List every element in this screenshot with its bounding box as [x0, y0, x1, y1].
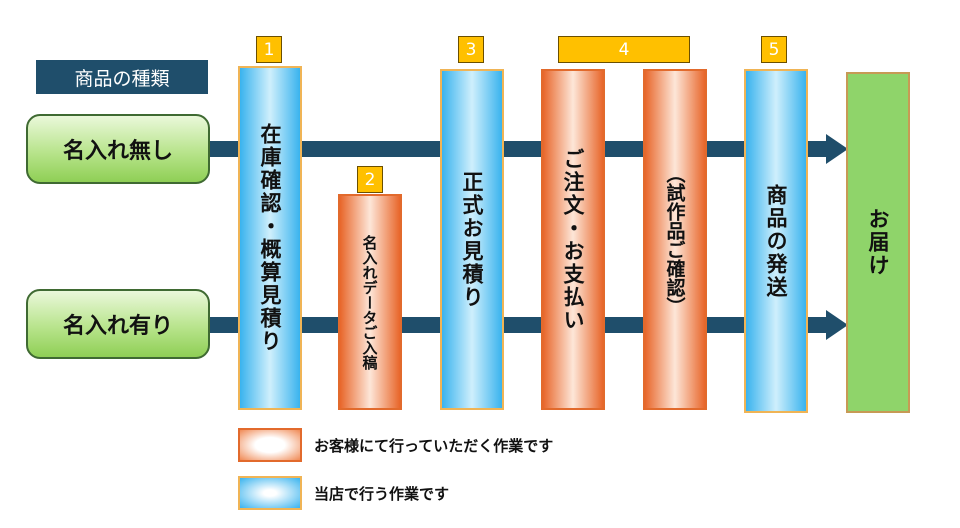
step-stock-check-label: 在庫確認・概算見積り: [258, 123, 282, 353]
badge-step-4: 4: [558, 36, 690, 63]
badge-step-5: 5: [761, 36, 787, 63]
step-data-submit: 名入れデータご入稿: [338, 194, 402, 410]
step-order-payment-label: ご注文・お支払い: [561, 147, 585, 332]
arrow-no-name-head-icon: [826, 134, 848, 164]
badge-step-1: 1: [256, 36, 282, 63]
step-shipping: 商品の発送: [744, 69, 808, 413]
legend-store-swatch: [238, 476, 302, 510]
arrow-with-name-head-icon: [826, 310, 848, 340]
legend-customer-text: お客様にて行っていただく作業です: [314, 436, 554, 455]
row-with-name: 名入れ有り: [26, 289, 210, 359]
badge-step-2: 2: [357, 166, 383, 193]
badge-step-3: 3: [458, 36, 484, 63]
step-shipping-label: 商品の発送: [764, 183, 788, 299]
category-label: 商品の種類: [36, 60, 208, 94]
row-no-name: 名入れ無し: [26, 114, 210, 184]
step-formal-quote-label: 正式お見積り: [460, 170, 484, 309]
legend-customer-swatch: [238, 428, 302, 462]
step-stock-check: 在庫確認・概算見積り: [238, 66, 302, 410]
step-formal-quote: 正式お見積り: [440, 69, 504, 410]
step-prototype-check-label: （試作品ご確認）: [663, 163, 686, 316]
step-data-submit-label: 名入れデータご入稿: [360, 234, 379, 370]
step-delivery-label: お届け: [866, 208, 890, 277]
step-order-payment: ご注文・お支払い: [541, 69, 605, 410]
step-delivery: お届け: [846, 72, 910, 413]
legend-store-text: 当店で行う作業です: [314, 484, 450, 503]
step-prototype-check: （試作品ご確認）: [643, 69, 707, 410]
